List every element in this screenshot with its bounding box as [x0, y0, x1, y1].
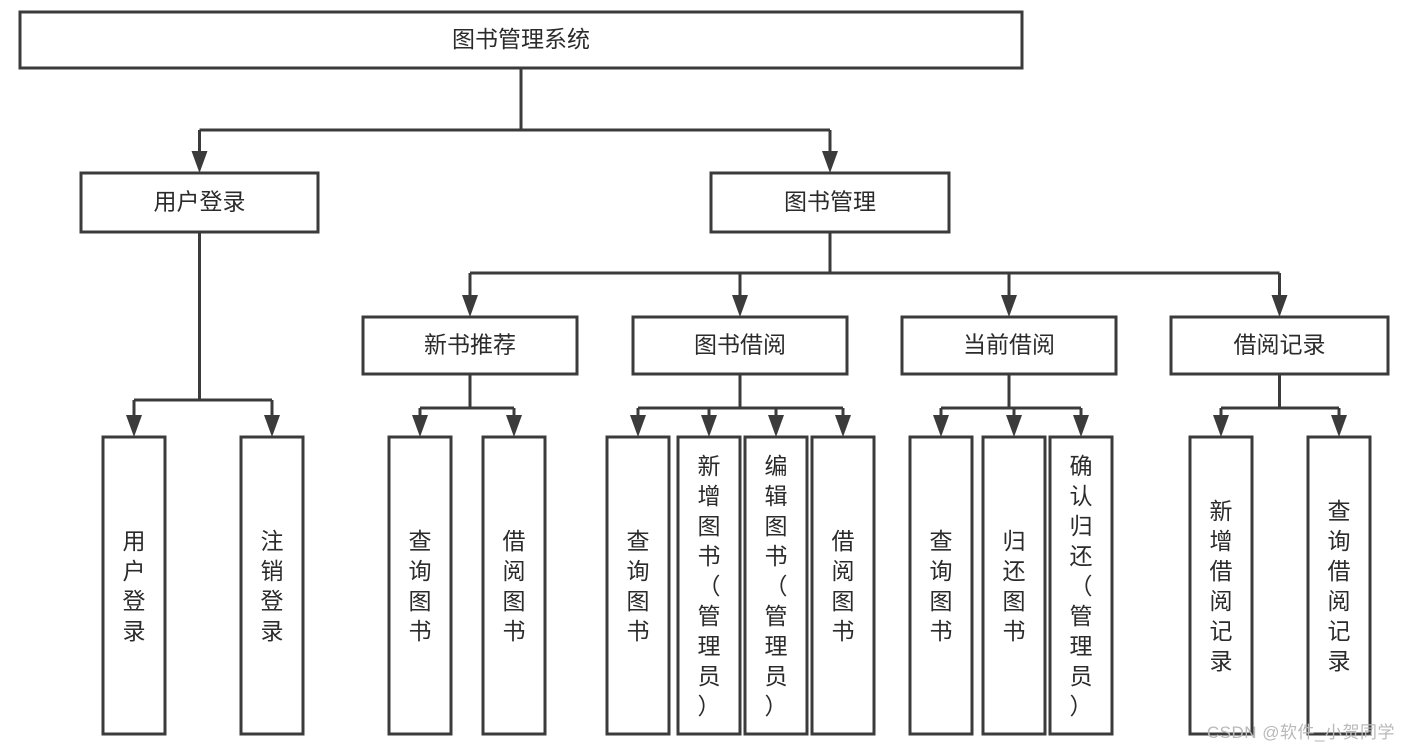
node-label: 图书借阅 — [694, 332, 786, 358]
node-leaf-logout[interactable]: 注销登录 — [239, 435, 305, 736]
node-label: 图书管理系统 — [452, 26, 590, 52]
connector-group-book-manage — [462, 232, 1288, 317]
node-label: 注销登录 — [261, 528, 284, 644]
arrow-head-icon — [701, 415, 717, 437]
node-leaf-cur-confirm[interactable]: 确认归还（管理员） — [1048, 435, 1114, 736]
node-leaf-borrow-edit[interactable]: 编辑图书（管理员） — [743, 435, 809, 736]
arrow-head-icon — [1006, 415, 1022, 437]
node-layer: 图书管理系统用户登录图书管理新书推荐图书借阅当前借阅借阅记录用户登录注销登录查询… — [18, 10, 1390, 736]
arrow-head-icon — [1271, 295, 1288, 317]
node-label: 新书推荐 — [424, 332, 516, 358]
node-box[interactable] — [1169, 315, 1390, 376]
arrow-head-icon — [1073, 415, 1089, 437]
node-leaf-cur-return[interactable]: 归还图书 — [981, 435, 1047, 736]
node-label: 借阅图书 — [503, 528, 526, 644]
node-leaf-rec-add[interactable]: 新增借阅记录 — [1188, 435, 1254, 736]
node-box[interactable] — [361, 315, 579, 376]
connector-group-book-borrow — [630, 374, 851, 437]
arrow-head-icon — [835, 415, 851, 437]
arrow-head-icon — [506, 415, 522, 437]
node-leaf-rec-query[interactable]: 查询图书 — [387, 435, 453, 736]
arrow-head-icon — [630, 415, 646, 437]
arrow-head-icon — [126, 415, 142, 437]
node-label: 查询借阅记录 — [1328, 498, 1351, 674]
node-leaf-borrow-add[interactable]: 新增图书（管理员） — [676, 435, 742, 736]
node-box[interactable] — [1306, 435, 1372, 736]
connector-group-borrow-record — [1213, 374, 1347, 437]
node-label: 确认归还（管理员） — [1070, 453, 1093, 719]
connector-group-user-login — [126, 232, 280, 437]
arrow-head-icon — [191, 151, 208, 173]
node-leaf-user-login[interactable]: 用户登录 — [101, 435, 167, 736]
node-leaf-rec-search[interactable]: 查询借阅记录 — [1306, 435, 1372, 736]
node-box[interactable] — [676, 435, 742, 736]
node-box[interactable] — [908, 435, 974, 736]
node-label: 查询图书 — [627, 528, 650, 644]
node-box[interactable] — [743, 435, 809, 736]
node-label: 新增借阅记录 — [1210, 498, 1233, 674]
arrow-head-icon — [1213, 415, 1229, 437]
node-label: 新增图书（管理员） — [698, 453, 721, 719]
node-label: 编辑图书（管理员） — [765, 453, 788, 719]
arrow-head-icon — [1331, 415, 1347, 437]
node-box[interactable] — [605, 435, 671, 736]
node-box[interactable] — [1188, 435, 1254, 736]
node-box[interactable] — [810, 435, 876, 736]
node-borrow-record[interactable]: 借阅记录 — [1169, 315, 1390, 376]
node-box[interactable] — [709, 171, 951, 234]
node-leaf-cur-query[interactable]: 查询图书 — [908, 435, 974, 736]
connector-layer — [126, 68, 1347, 437]
node-box[interactable] — [79, 171, 320, 234]
node-box[interactable] — [239, 435, 305, 736]
arrow-head-icon — [732, 295, 748, 317]
node-label: 查询图书 — [930, 528, 953, 644]
node-root[interactable]: 图书管理系统 — [18, 10, 1024, 70]
node-book-borrow[interactable]: 图书借阅 — [631, 315, 849, 376]
node-label: 用户登录 — [123, 528, 146, 644]
node-leaf-borrow-query[interactable]: 查询图书 — [605, 435, 671, 736]
node-book-manage[interactable]: 图书管理 — [709, 171, 951, 234]
node-current-borrow[interactable]: 当前借阅 — [900, 315, 1118, 376]
node-leaf-rec-borrow[interactable]: 借阅图书 — [481, 435, 547, 736]
node-label: 查询图书 — [409, 528, 432, 644]
node-box[interactable] — [1048, 435, 1114, 736]
node-box[interactable] — [18, 10, 1024, 70]
node-label: 归还图书 — [1003, 528, 1026, 644]
arrow-head-icon — [462, 295, 478, 317]
node-box[interactable] — [387, 435, 453, 736]
arrow-head-icon — [264, 415, 280, 437]
connector-group-new-book-rec — [412, 374, 522, 437]
node-box[interactable] — [981, 435, 1047, 736]
node-label: 图书管理 — [784, 189, 876, 215]
node-leaf-borrow-do[interactable]: 借阅图书 — [810, 435, 876, 736]
node-box[interactable] — [481, 435, 547, 736]
node-label: 当前借阅 — [963, 332, 1055, 358]
node-box[interactable] — [900, 315, 1118, 376]
arrow-head-icon — [768, 415, 784, 437]
arrow-head-icon — [1001, 295, 1017, 317]
connector-group-current-borrow — [933, 374, 1089, 437]
arrow-head-icon — [933, 415, 949, 437]
node-box[interactable] — [631, 315, 849, 376]
node-box[interactable] — [101, 435, 167, 736]
node-label: 用户登录 — [154, 189, 246, 215]
node-label: 借阅记录 — [1234, 332, 1326, 358]
node-label: 借阅图书 — [832, 528, 855, 644]
arrow-head-icon — [412, 415, 428, 437]
connector-group-root — [191, 68, 838, 173]
node-user-login[interactable]: 用户登录 — [79, 171, 320, 234]
node-new-book-rec[interactable]: 新书推荐 — [361, 315, 579, 376]
arrow-head-icon — [822, 151, 838, 173]
